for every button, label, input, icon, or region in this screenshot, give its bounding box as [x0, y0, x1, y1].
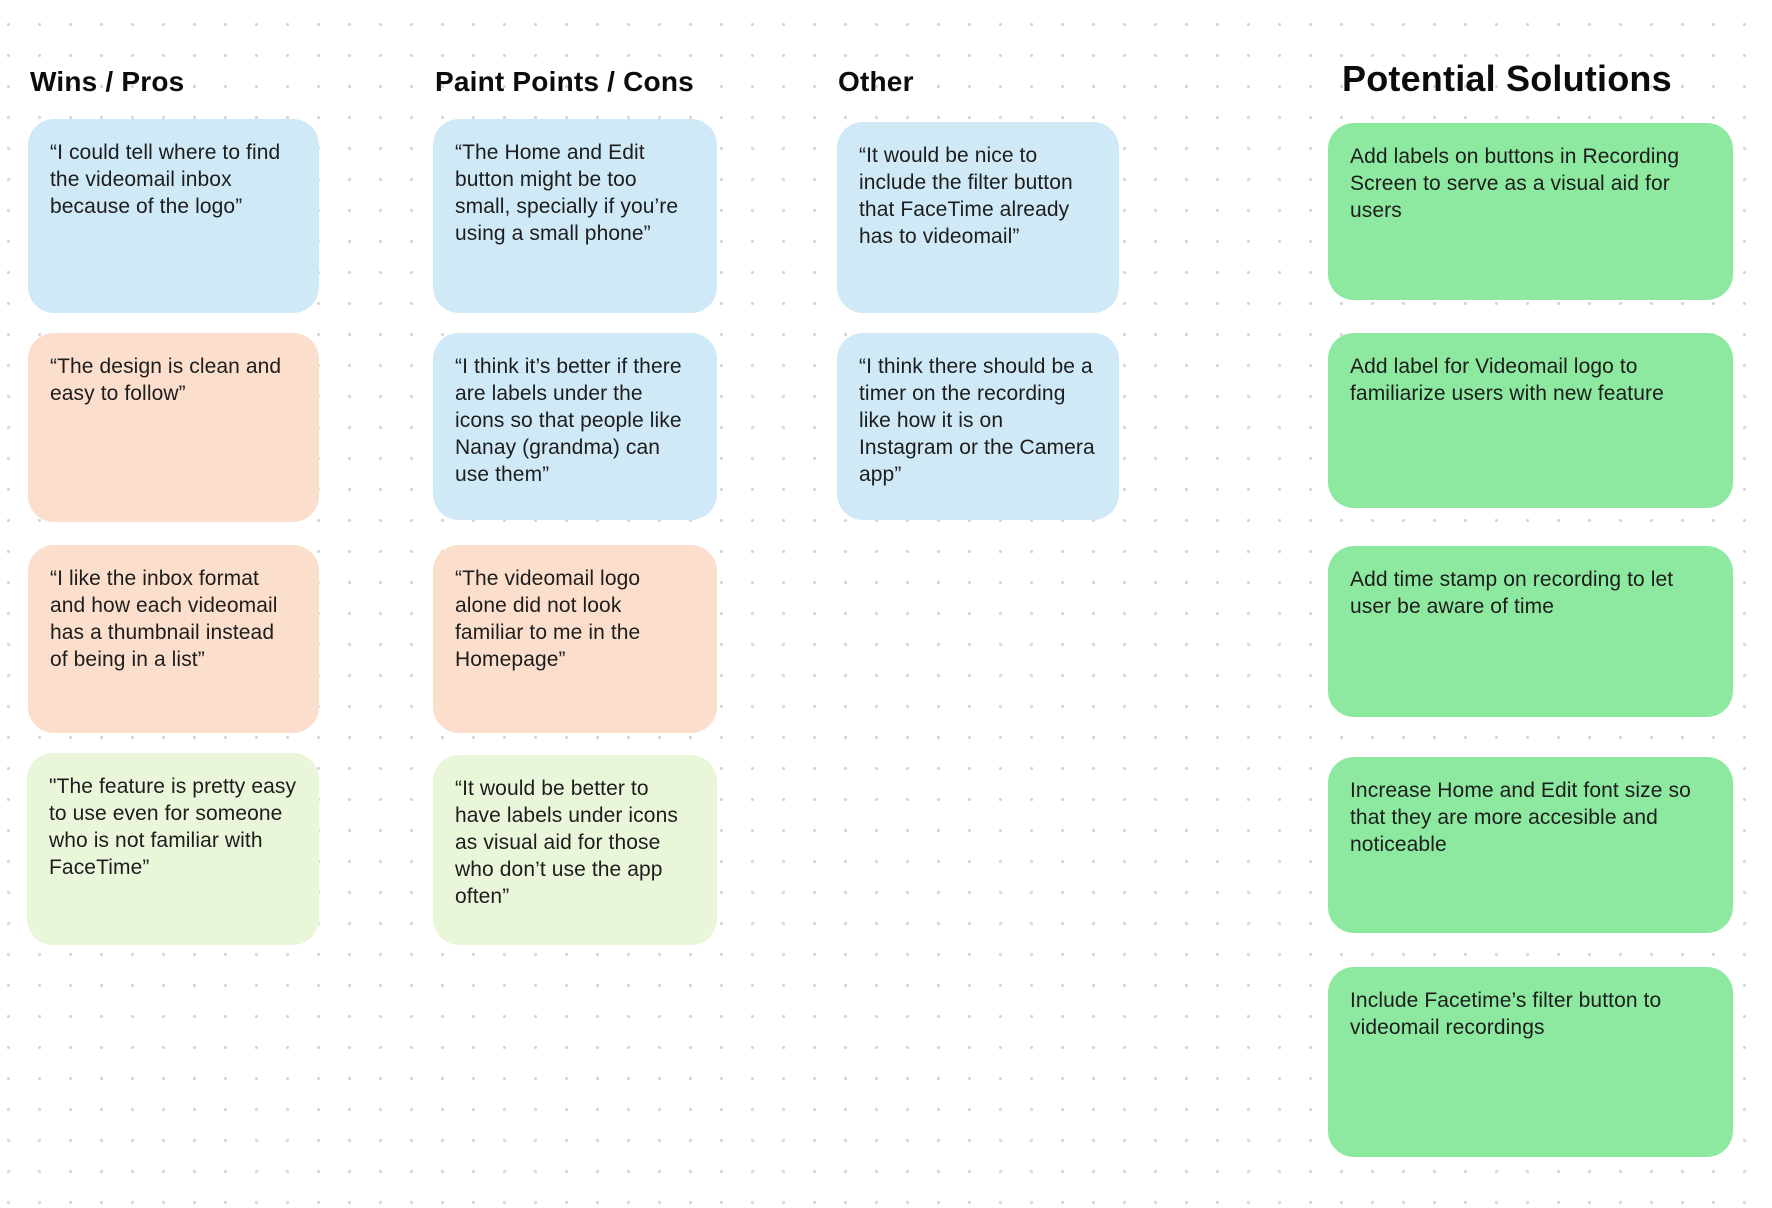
column-title-other[interactable]: Other [838, 66, 914, 97]
sticky-note[interactable]: “I think there should be a timer on the … [837, 333, 1119, 520]
sticky-note[interactable]: Add label for Videomail logo to familiar… [1328, 333, 1733, 508]
sticky-note[interactable]: Include Facetime’s filter button to vide… [1328, 967, 1733, 1157]
sticky-note[interactable]: “I like the inbox format and how each vi… [28, 545, 319, 733]
column-title-pain-points-cons[interactable]: Paint Points / Cons [435, 66, 694, 97]
column-title-wins-pros[interactable]: Wins / Pros [30, 66, 185, 97]
sticky-note[interactable]: “I think it’s better if there are labels… [433, 333, 717, 520]
sticky-note[interactable]: Add labels on buttons in Recording Scree… [1328, 123, 1733, 300]
sticky-note[interactable]: “It would be better to have labels under… [433, 755, 717, 945]
column-title-potential-solutions[interactable]: Potential Solutions [1342, 58, 1672, 99]
sticky-note[interactable]: "The feature is pretty easy to use even … [27, 753, 319, 945]
sticky-note[interactable]: “The design is clean and easy to follow” [28, 333, 319, 522]
sticky-note[interactable]: “It would be nice to include the filter … [837, 122, 1119, 313]
sticky-note[interactable]: “The Home and Edit button might be too s… [433, 119, 717, 313]
sticky-note[interactable]: “The videomail logo alone did not look f… [433, 545, 717, 733]
sticky-note[interactable]: Increase Home and Edit font size so that… [1328, 757, 1733, 933]
sticky-note[interactable]: “I could tell where to find the videomai… [28, 119, 319, 313]
sticky-note[interactable]: Add time stamp on recording to let user … [1328, 546, 1733, 717]
